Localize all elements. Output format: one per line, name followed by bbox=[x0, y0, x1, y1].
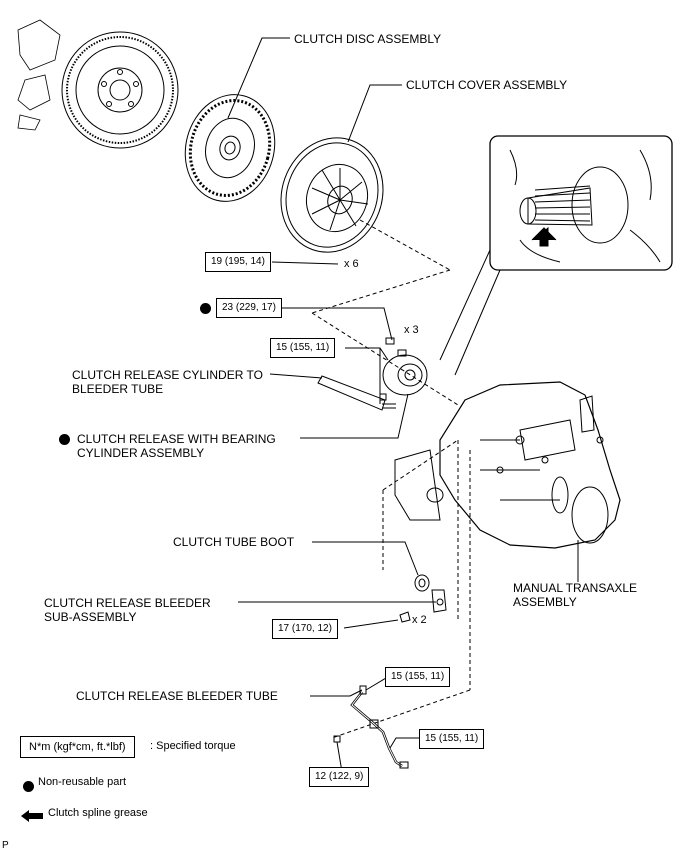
torque-box-bleeder-tube-bolt: 12 (122, 9) bbox=[309, 767, 370, 787]
torque-box-cover-bolts: 19 (195, 14) bbox=[205, 252, 271, 272]
leader-lines bbox=[227, 37, 579, 773]
torque-box-bleeder-bolts: 17 (170, 12) bbox=[272, 619, 338, 639]
non-reusable-marker bbox=[200, 303, 211, 314]
torque-box-bleeder-tube-upper: 15 (155, 11) bbox=[385, 667, 451, 687]
clutch-cover-label: CLUTCH COVER ASSEMBLY bbox=[406, 78, 568, 92]
manual-transaxle-label-line2: ASSEMBLY bbox=[513, 595, 577, 609]
bleeder-bolts-quantity: x 2 bbox=[412, 614, 427, 626]
legend-torque-unit: N*m (kgf*cm, ft.*lbf) bbox=[20, 736, 135, 758]
tube-boot-illustration bbox=[414, 574, 430, 592]
clutch-cover-illustration bbox=[280, 137, 384, 253]
release-cylinder-tube-label-line2: BLEEDER TUBE bbox=[72, 382, 164, 396]
clutch-disc-label: CLUTCH DISC ASSEMBLY bbox=[294, 32, 442, 46]
release-bearing-label-line2: CYLINDER ASSEMBLY bbox=[77, 446, 205, 460]
legend-non-reusable-icon bbox=[23, 781, 34, 792]
bleeder-sub-illustration bbox=[399, 589, 447, 623]
release-cylinder-tube-label-line1: CLUTCH RELEASE CYLINDER TO bbox=[72, 368, 263, 382]
bleeder-tube-illustration bbox=[333, 685, 409, 769]
legend-non-reusable-text: Non-reusable part bbox=[38, 776, 127, 788]
release-bearing-label-line1: CLUTCH RELEASE WITH BEARING bbox=[77, 432, 276, 446]
transaxle-illustration bbox=[394, 381, 621, 549]
spline-inset-illustration bbox=[439, 135, 673, 376]
torque-box-bearing-bolts: 23 (229, 17) bbox=[216, 298, 282, 318]
tube-boot-label: CLUTCH TUBE BOOT bbox=[173, 535, 295, 549]
corner-mark: P bbox=[2, 840, 9, 851]
flywheel-illustration bbox=[17, 19, 179, 149]
clutch-disc-illustration bbox=[184, 94, 276, 202]
cover-bolts-quantity: x 6 bbox=[344, 258, 359, 270]
legend-grease-arrow-icon bbox=[21, 810, 43, 822]
bleeder-tube-label: CLUTCH RELEASE BLEEDER TUBE bbox=[76, 689, 278, 703]
bearing-bolts-quantity: x 3 bbox=[404, 324, 419, 336]
legend-torque-desc: : Specified torque bbox=[150, 740, 236, 752]
alignment-lines bbox=[311, 219, 471, 739]
bleeder-sub-label-line1: CLUTCH RELEASE BLEEDER bbox=[44, 596, 211, 610]
torque-box-cylinder-tube: 15 (155, 11) bbox=[270, 338, 336, 358]
manual-transaxle-label-line1: MANUAL TRANSAXLE bbox=[513, 581, 638, 595]
non-reusable-marker bbox=[59, 434, 70, 445]
release-bearing-illustration bbox=[382, 337, 428, 396]
bleeder-sub-label-line2: SUB-ASSEMBLY bbox=[44, 610, 137, 624]
torque-box-bleeder-tube-lower: 15 (155, 11) bbox=[419, 729, 485, 749]
legend-grease-text: Clutch spline grease bbox=[48, 807, 148, 819]
